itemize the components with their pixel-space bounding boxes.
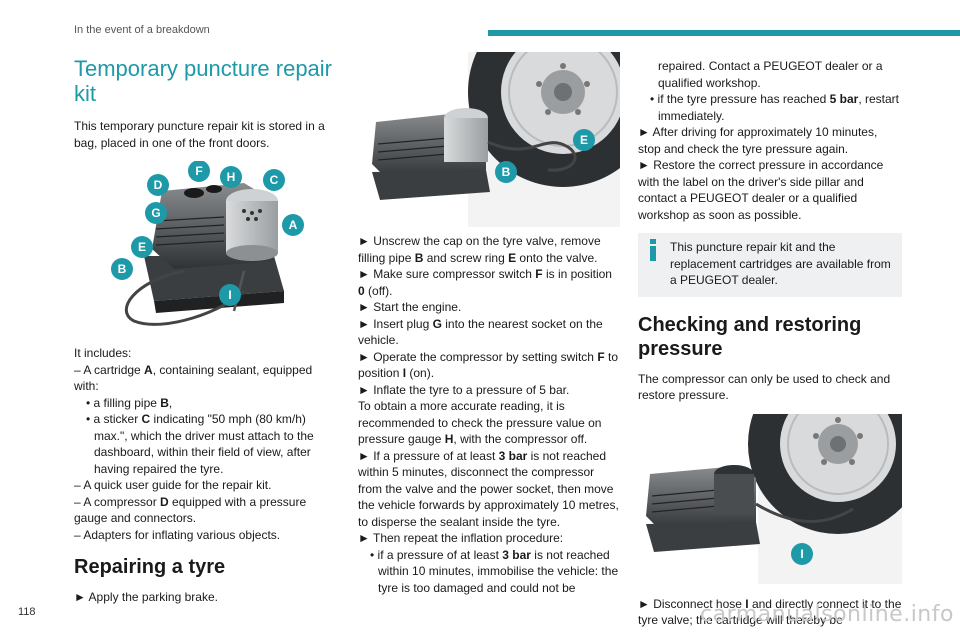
label-e-2: E	[580, 133, 588, 147]
step-repeat: ► Then repeat the inflation procedure:	[358, 531, 564, 545]
step-after-driving: ► After driving for approximately 10 min…	[638, 125, 878, 156]
column-3: repaired. Contact a PEUGEOT dealer or a …	[638, 58, 902, 629]
step-accurate-reading: To obtain a more accurate reading, it is…	[358, 399, 602, 446]
column-1: Temporary puncture repair kit This tempo…	[74, 56, 336, 606]
intro-paragraph: This temporary puncture repair kit is st…	[74, 119, 325, 150]
step-unscrew-cap: ► Unscrew the cap on the tyre valve, rem…	[358, 234, 601, 265]
label-h: H	[227, 170, 236, 184]
step-operate-compressor: ► Operate the compressor by setting swit…	[358, 349, 618, 381]
page-number: 118	[18, 606, 36, 618]
checking-heading: Checking and restoring pressure	[638, 313, 862, 360]
running-header: In the event of a breakdown	[74, 24, 210, 36]
column-2: E B ► Unscrew the cap on the tyre valve,…	[358, 52, 620, 596]
step-insert-plug: ► Insert plug G into the nearest socket …	[358, 316, 603, 348]
pressure-check-illustration: I	[638, 413, 902, 584]
label-c: C	[270, 173, 279, 187]
label-e: E	[138, 240, 146, 254]
info-text: This puncture repair kit and the replace…	[670, 240, 891, 287]
label-i: I	[228, 288, 231, 302]
step-pressure-not-reached: ► If a pressure of at least 3 bar is not…	[358, 448, 619, 529]
label-a: A	[289, 218, 298, 232]
checking-intro: The compressor can only be used to check…	[638, 371, 891, 403]
step-disconnect-hose: ► Disconnect hose I and directly connect…	[638, 596, 902, 628]
repair-kit-illustration: F H C D G A E B I	[74, 161, 336, 331]
info-icon	[650, 239, 656, 261]
step-inflate: ► Inflate the tyre to a pressure of 5 ba…	[358, 382, 570, 397]
label-b-2: B	[502, 165, 511, 179]
section-title: Temporary puncture repair kit	[74, 56, 333, 106]
continued-text: repaired. Contact a PEUGEOT dealer or a …	[658, 59, 883, 90]
label-d: D	[154, 178, 163, 192]
includes-heading: It includes:	[74, 346, 132, 360]
include-sub-sticker: • a sticker C indicating "50 mph (80 km/…	[86, 412, 314, 476]
include-item-guide: – A quick user guide for the repair kit.	[74, 478, 272, 492]
tyre-connection-illustration: E B	[358, 52, 620, 227]
include-item-compressor: – A compressor D equipped with a pressur…	[74, 494, 307, 526]
step-repeat-sub: • if a pressure of at least 3 bar is not…	[370, 547, 619, 595]
info-box: This puncture repair kit and the replace…	[638, 233, 902, 297]
label-g: G	[151, 206, 160, 220]
include-item-cartridge: – A cartridge A, containing sealant, equ…	[74, 362, 313, 394]
header-accent-bar	[488, 30, 960, 36]
repair-heading: Repairing a tyre	[74, 556, 226, 578]
watermark: carmanualsonline.info	[700, 602, 954, 627]
step-start-engine: ► Start the engine.	[358, 300, 462, 314]
tyre-pressure-reached: • if the tyre pressure has reached 5 bar…	[650, 92, 899, 123]
step-switch-off: ► Make sure compressor switch F is in po…	[358, 267, 612, 298]
label-b: B	[118, 262, 127, 276]
step-restore-pressure: ► Restore the correct pressure in accord…	[638, 158, 884, 222]
include-sub-filling-pipe: • a filling pipe B,	[86, 395, 173, 410]
include-item-adapters: – Adapters for inflating various objects…	[74, 527, 281, 542]
label-f: F	[195, 164, 202, 178]
repair-step-1: ► Apply the parking brake.	[74, 590, 218, 604]
label-i-3: I	[800, 547, 803, 561]
